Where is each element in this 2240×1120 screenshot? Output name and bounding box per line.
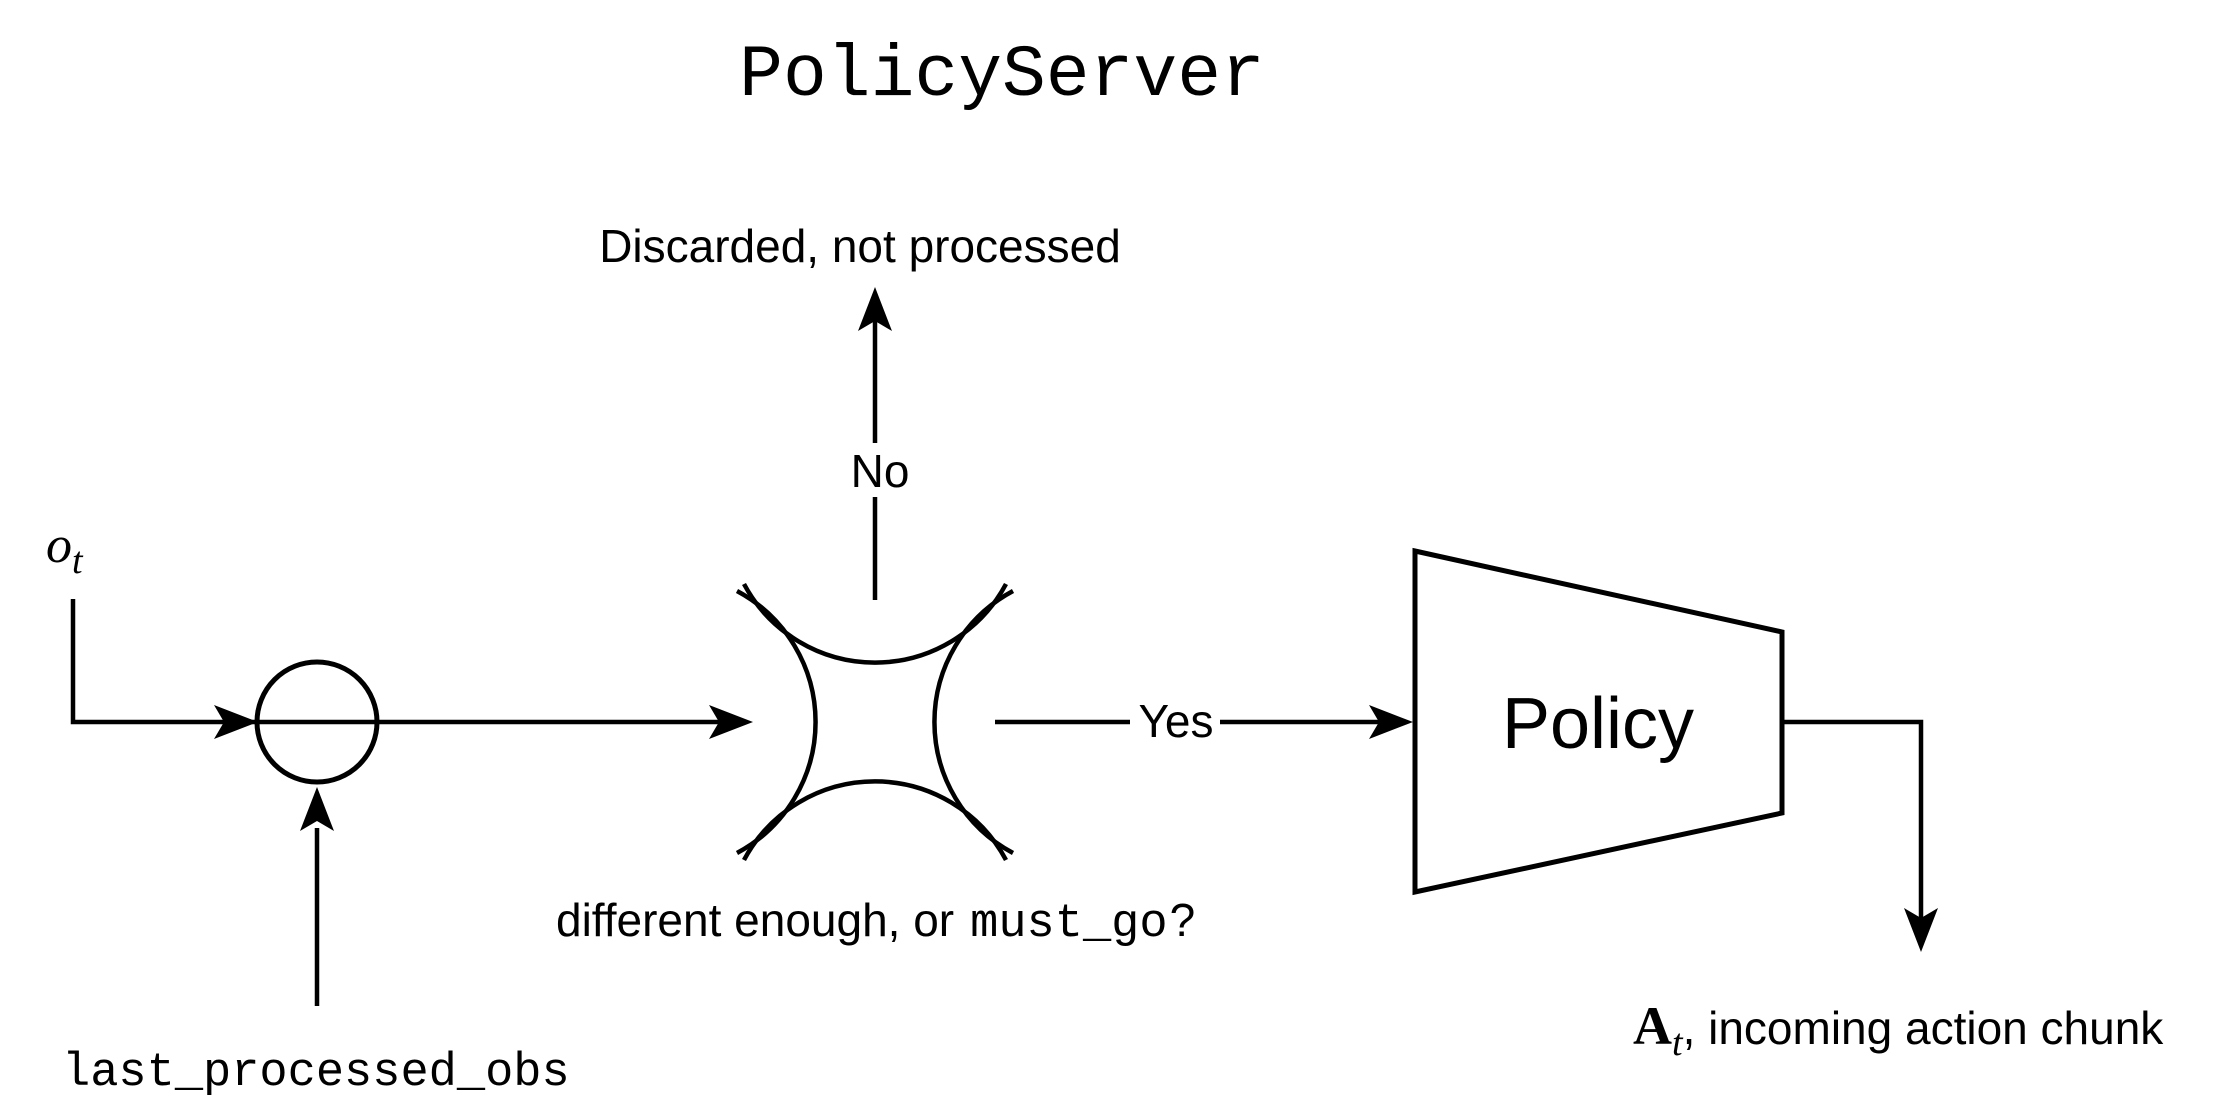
- decision-code: must_go: [970, 898, 1167, 951]
- decision-prefix: different enough, or: [556, 894, 954, 946]
- observation-var-label: ot: [46, 517, 84, 582]
- yes-label-knockout: [1130, 692, 1220, 750]
- decision-suffix: ?: [1170, 894, 1196, 946]
- policy-output-arrow: [1782, 719, 1938, 952]
- last-processed-obs-label: last_processed_obs: [62, 1047, 570, 1100]
- obs-var-subscript: t: [72, 540, 84, 582]
- policy-block: [1412, 547, 1785, 896]
- action-var: A: [1633, 996, 1672, 1056]
- decision-question-label: different enough, or must_go?: [556, 894, 1195, 951]
- action-chunk-label: At, incoming action chunk: [1633, 996, 2164, 1064]
- action-rest: , incoming action chunk: [1683, 1002, 2165, 1054]
- last-processed-obs-arrow: [300, 787, 334, 1006]
- diagram-title: PolicyServer: [739, 34, 1265, 117]
- merge-circle-shape: [254, 659, 380, 785]
- policy-label: Policy: [1502, 684, 1694, 764]
- no-label: No: [851, 445, 910, 497]
- yes-label: Yes: [1138, 695, 1213, 747]
- discarded-label: Discarded, not processed: [599, 220, 1121, 272]
- decision-star-shape: [735, 582, 1015, 862]
- obs-var: o: [46, 517, 72, 574]
- action-var-subscript: t: [1672, 1022, 1684, 1064]
- observation-input-arrow: [70, 599, 753, 739]
- no-arrow: [858, 287, 892, 600]
